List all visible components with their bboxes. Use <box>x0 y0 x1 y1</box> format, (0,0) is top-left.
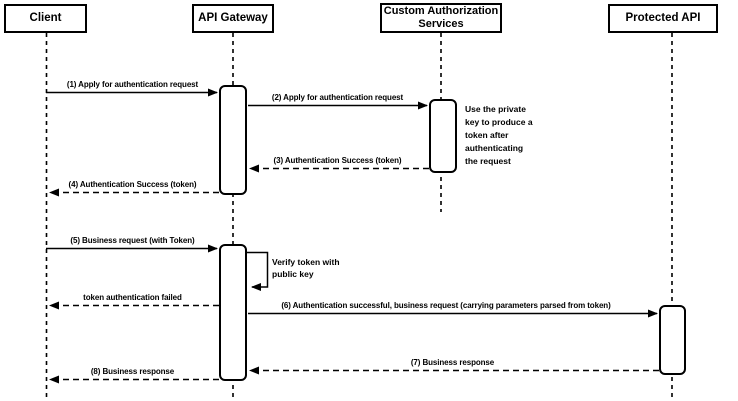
actor-label-protected-api: Protected API <box>625 11 701 24</box>
self-message-label: Verify token with public key <box>272 257 340 279</box>
activation-api-gateway-auth <box>219 85 247 195</box>
actor-label-api-gateway: API Gateway <box>198 11 268 24</box>
message-label-token-failed: token authentication failed <box>83 293 182 302</box>
message-label-6: (6) Authentication successful, business … <box>281 301 611 310</box>
actor-label-client: Client <box>29 11 62 24</box>
note-private-key: Use the private key to produce a token a… <box>465 104 533 166</box>
actor-box-api-gateway: API Gateway <box>192 4 274 33</box>
activation-custom-authorization <box>429 99 457 173</box>
message-label-1: (1) Apply for authentication request <box>66 80 199 89</box>
activation-protected-api <box>659 305 686 375</box>
self-message-loop <box>247 251 269 291</box>
message-label-4: (4) Authentication Success (token) <box>68 180 197 189</box>
actor-box-custom-authorization-services: Custom Authorization Services <box>380 3 502 33</box>
activation-api-gateway-business <box>219 244 247 381</box>
actor-label-custom-authorization-services: Custom Authorization Services <box>383 5 499 30</box>
actor-box-protected-api: Protected API <box>608 4 718 33</box>
message-label-2: (2) Apply for authentication request <box>271 93 404 102</box>
message-label-5: (5) Business request (with Token) <box>70 236 195 245</box>
message-label-7: (7) Business response <box>410 358 495 367</box>
message-label-8: (8) Business response <box>90 367 175 376</box>
actor-box-client: Client <box>4 4 87 33</box>
message-label-3: (3) Authentication Success (token) <box>273 156 402 165</box>
